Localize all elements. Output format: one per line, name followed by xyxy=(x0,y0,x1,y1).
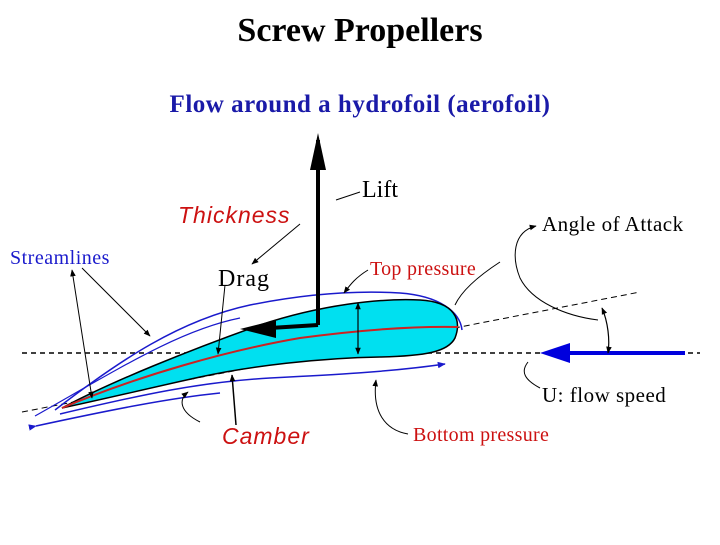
hydrofoil-body xyxy=(61,298,459,409)
leader-lift xyxy=(335,191,361,201)
leader-streamlines-2 xyxy=(81,267,151,337)
label-top-pressure: Top pressure xyxy=(370,258,477,280)
label-lift: Lift xyxy=(362,177,398,203)
label-drag: Drag xyxy=(218,266,270,292)
leader-top-pressure xyxy=(343,269,369,294)
label-thickness: Thickness xyxy=(178,202,291,228)
leader-top-pressure-2 xyxy=(454,261,501,306)
label-bottom-pressure: Bottom pressure xyxy=(413,424,550,446)
lift-arrowhead xyxy=(310,133,326,170)
leader-camber xyxy=(229,374,237,426)
leader-camber-2 xyxy=(181,391,201,423)
drag-arrow xyxy=(269,323,319,330)
streamline-lower xyxy=(59,361,446,415)
label-streamlines: Streamlines xyxy=(10,247,110,269)
drag-arrowhead xyxy=(240,320,276,338)
angle-arc xyxy=(601,307,612,354)
streamline-lower-outer xyxy=(28,392,221,431)
flow-speed-arrowhead xyxy=(540,343,570,363)
camber-line xyxy=(61,325,459,409)
streamline-upper-outer xyxy=(34,317,241,417)
diagram-subtitle: Flow around a hydrofoil (aerofoil) xyxy=(169,91,551,118)
leader-streamlines-1 xyxy=(70,269,94,399)
label-flow-speed: U: flow speed xyxy=(542,383,667,407)
streamline-upper xyxy=(54,291,463,411)
leader-thickness xyxy=(251,223,301,265)
leader-drag xyxy=(215,284,226,355)
leader-angle xyxy=(514,224,599,321)
page-title: Screw Propellers xyxy=(237,12,483,49)
leader-bottom-pressure xyxy=(372,379,409,435)
label-camber: Camber xyxy=(222,423,310,449)
label-angle-of-attack: Angle of Attack xyxy=(542,212,684,236)
leader-flow-speed xyxy=(523,361,541,389)
